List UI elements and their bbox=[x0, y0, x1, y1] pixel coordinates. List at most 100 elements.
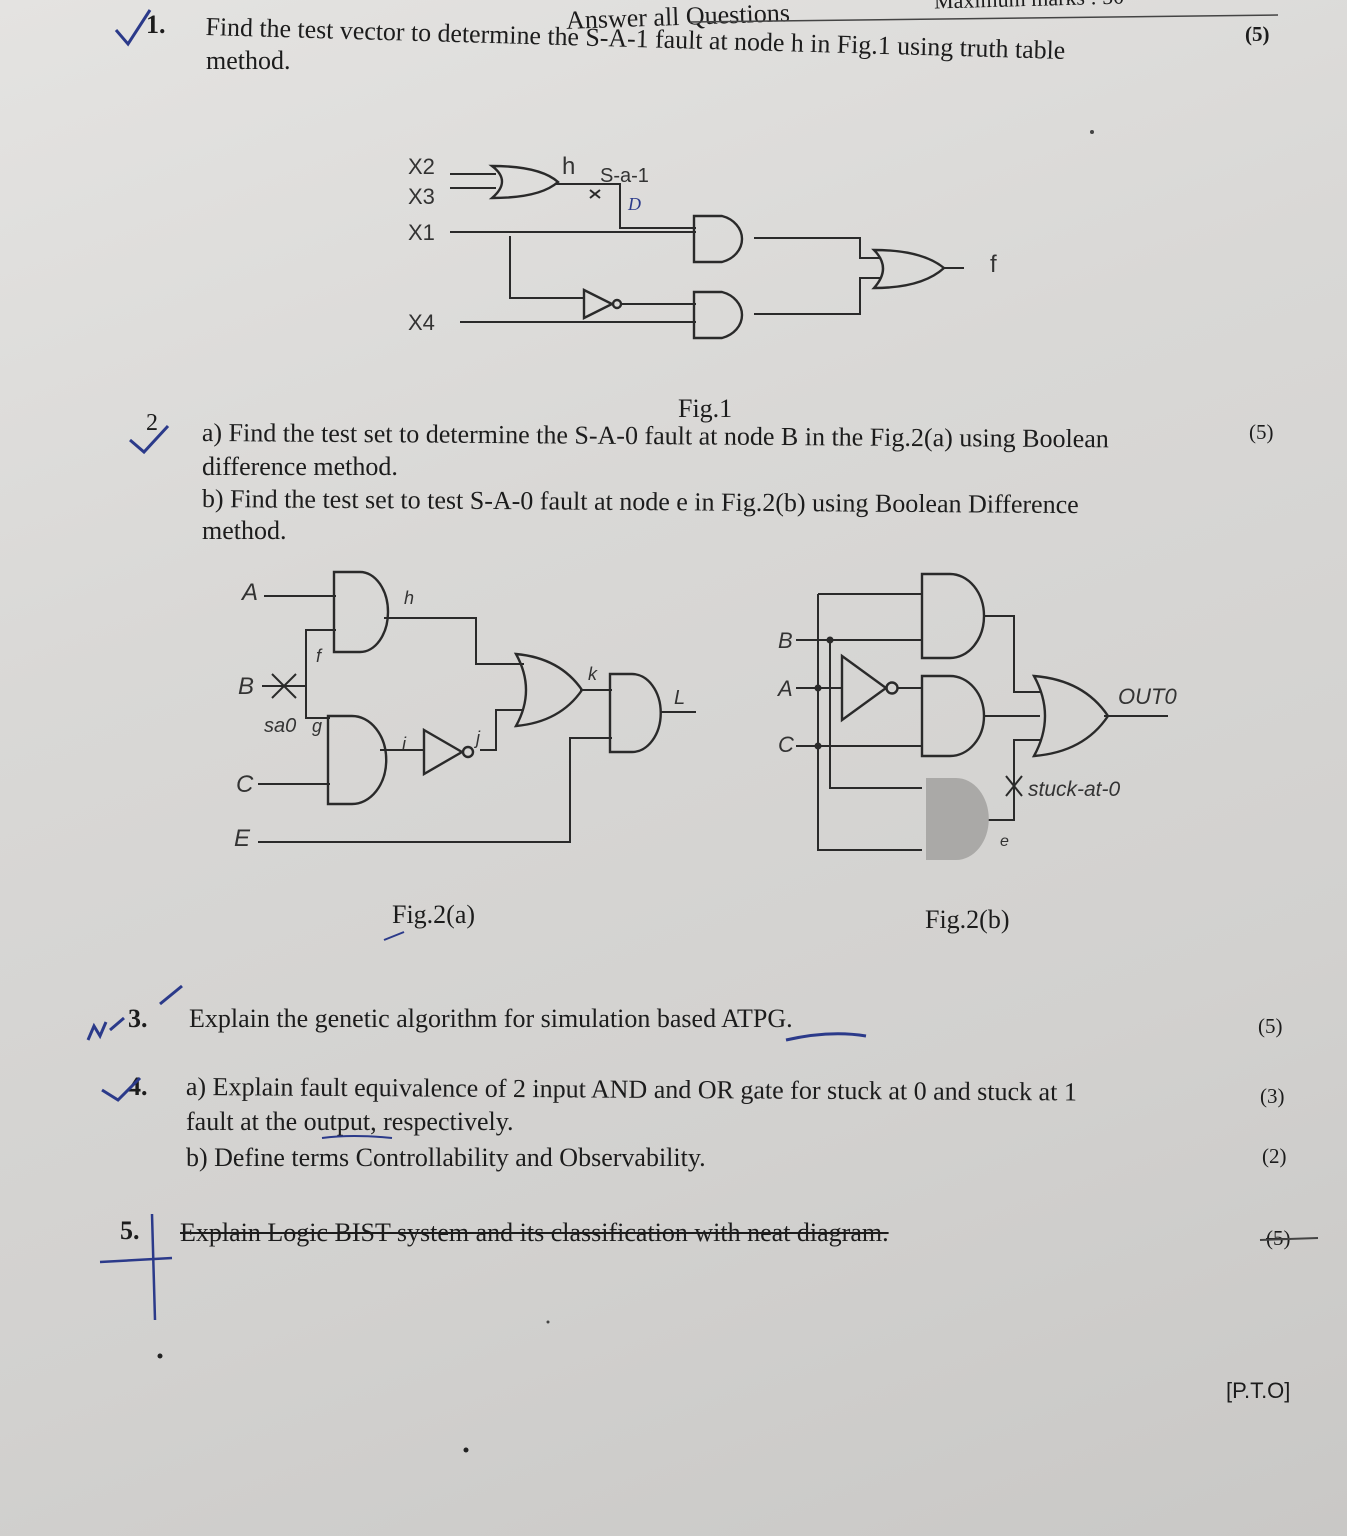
q1-line2: method. bbox=[206, 46, 291, 75]
fig2b-wire-b bbox=[829, 639, 922, 789]
output-underline bbox=[321, 1135, 393, 1139]
fig2b-input-stubs bbox=[796, 639, 830, 747]
fig2a-input-e: E bbox=[234, 825, 251, 852]
fig2a-node-k: k bbox=[588, 664, 598, 684]
fig2a-not-gate bbox=[422, 727, 465, 777]
fig2b-wire-and1 bbox=[984, 615, 1040, 693]
q4a-line2: fault at the output, respectively. bbox=[186, 1107, 514, 1136]
q4b-text: b) Define terms Controllability and Obse… bbox=[186, 1143, 706, 1172]
fig1-output-f: f bbox=[990, 251, 997, 278]
fig2b-not-gate bbox=[840, 653, 889, 723]
fig1-wire-x1 bbox=[450, 231, 696, 299]
fig1-wire-not bbox=[460, 303, 696, 323]
fig1-fault-x bbox=[589, 189, 601, 199]
q4-number: 4. bbox=[128, 1072, 148, 1101]
fig1-fault-label: S-a-1 bbox=[600, 165, 649, 187]
q5-text: Explain Logic BIST system and its classi… bbox=[180, 1218, 889, 1247]
fig2a-node-l: L bbox=[674, 687, 685, 709]
fig2b-input-c: C bbox=[778, 732, 794, 757]
q3-slash-mark bbox=[159, 984, 183, 1006]
pto-label: [P.T.O] bbox=[1226, 1378, 1291, 1403]
fig1-or-gate bbox=[488, 164, 560, 200]
fig2a-and-gate-l bbox=[608, 672, 662, 754]
fig1-handwritten-d: D bbox=[627, 194, 641, 214]
fig2a-input-c: C bbox=[236, 771, 254, 798]
fig2a-input-b: B bbox=[238, 673, 254, 700]
fig2a-input-a: A bbox=[240, 579, 258, 606]
fig2b-fault-label: stuck-at-0 bbox=[1028, 778, 1121, 801]
fig2a-ink-mark bbox=[383, 931, 405, 941]
fig2a-wire-j bbox=[480, 709, 524, 751]
fig2a-fault-x bbox=[271, 673, 297, 699]
q4-tick-mark bbox=[101, 1076, 142, 1102]
fig1-not-gate bbox=[582, 288, 615, 320]
fig1-caption: Fig.1 bbox=[678, 394, 733, 423]
header-rule bbox=[689, 14, 1279, 23]
q4b-marks: (2) bbox=[1262, 1144, 1287, 1168]
fig2b-wire-e bbox=[986, 739, 1040, 821]
fig1-wire-and-out bbox=[754, 237, 880, 315]
fig2a-wire-h bbox=[384, 617, 524, 665]
fig2b-junction bbox=[814, 684, 822, 692]
q5-marks: (5) bbox=[1266, 1226, 1291, 1250]
speck bbox=[1090, 130, 1094, 134]
q2a-marks: (5) bbox=[1249, 420, 1274, 444]
fig2a-node-j: j bbox=[473, 728, 481, 748]
speck bbox=[157, 1353, 163, 1359]
fig2a-and-gate-1 bbox=[332, 570, 390, 654]
fig2b-output-label: OUT0 bbox=[1118, 684, 1177, 709]
fig2a-node-f: f bbox=[316, 646, 323, 666]
q4a-marks: (3) bbox=[1260, 1084, 1285, 1108]
q1-number: 1. bbox=[146, 10, 166, 39]
fig2a-node-h: h bbox=[404, 588, 414, 608]
q3-number: 3. bbox=[128, 1004, 148, 1033]
fig1-input-x1: X1 bbox=[408, 220, 435, 245]
fig1-and-gate-bottom bbox=[692, 290, 744, 340]
fig1-and-gate-top bbox=[692, 214, 744, 264]
fig2b-junction bbox=[814, 742, 822, 750]
q2-number: 2 bbox=[146, 410, 158, 436]
fig2b-and-gate-1 bbox=[920, 572, 986, 660]
fig2a-or-gate-k bbox=[513, 652, 584, 728]
fig2b-not-bubble bbox=[885, 681, 899, 695]
fig2a-not-bubble bbox=[461, 745, 475, 759]
atpg-underline bbox=[785, 1032, 867, 1042]
q5-marks-strike bbox=[1259, 1237, 1319, 1241]
fig1-input-x3: X3 bbox=[408, 184, 435, 209]
q5-cross-mark bbox=[99, 1213, 173, 1321]
fig1-or-gate-out bbox=[871, 248, 946, 290]
fig2b-input-b: B bbox=[778, 628, 793, 653]
fig2b-fault-x bbox=[1005, 775, 1023, 797]
q1-marks: (5) bbox=[1245, 22, 1270, 46]
fig2b-wire-left-bus bbox=[817, 593, 922, 851]
fig2a-caption: Fig.2(a) bbox=[392, 900, 476, 929]
q2b-line2: method. bbox=[202, 516, 287, 545]
fig2a-fault-sa0: sa0 bbox=[264, 715, 296, 737]
q2a-line2: difference method. bbox=[202, 452, 398, 481]
fig2b-input-a: A bbox=[776, 676, 793, 701]
fig2a-node-g: g bbox=[312, 716, 322, 736]
fig1-node-h: h bbox=[562, 153, 575, 180]
fig1-wire-h bbox=[556, 183, 696, 229]
speck bbox=[546, 1320, 550, 1324]
fig2a-wire-e bbox=[258, 737, 612, 843]
fig2b-junction bbox=[826, 636, 834, 644]
fig2b-and-gate-e-shaded bbox=[926, 778, 989, 860]
q1-tick-mark bbox=[114, 9, 152, 47]
speck bbox=[463, 1447, 469, 1453]
q5-number: 5. bbox=[120, 1216, 140, 1245]
fig2b-or-gate-out bbox=[1031, 674, 1110, 758]
q3-marks: (5) bbox=[1258, 1014, 1283, 1038]
fig2b-and-gate-2 bbox=[920, 674, 986, 758]
fig2b-caption: Fig.2(b) bbox=[925, 905, 1010, 934]
fig2a-node-i: i bbox=[402, 734, 407, 754]
q3-text: Explain the genetic algorithm for simula… bbox=[189, 1004, 793, 1033]
q2-tick-mark bbox=[129, 424, 170, 455]
fig2a-or-gate-2 bbox=[326, 714, 388, 806]
fig1-not-bubble bbox=[611, 298, 623, 310]
fig2b-node-e: e bbox=[1000, 833, 1009, 850]
